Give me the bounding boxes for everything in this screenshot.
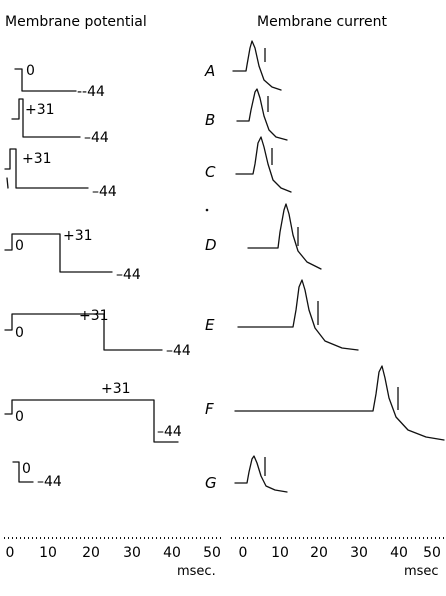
voltage-label-zero-a: 0 <box>26 63 35 79</box>
voltage-label-high-c: +31 <box>22 151 52 167</box>
voltage-trace-c <box>4 148 89 189</box>
tick-label: 10 <box>39 545 57 561</box>
voltage-label-high-e: +31 <box>79 308 109 324</box>
current-trace-f <box>234 365 445 441</box>
voltage-trace-d <box>4 233 113 273</box>
row-letter-f: F <box>205 400 214 418</box>
tick-label: 50 <box>423 545 441 561</box>
voltage-trace-f <box>4 399 179 443</box>
tick-label: 0 <box>6 545 15 561</box>
current-trace-c <box>235 136 292 193</box>
voltage-label-hold-g: –44 <box>37 474 62 490</box>
tick-label: 20 <box>310 545 328 561</box>
tick-label: 0 <box>239 545 248 561</box>
current-trace-d <box>247 203 322 270</box>
row-d: 0 +31 –44 D <box>4 203 322 283</box>
tick-label: 20 <box>82 545 100 561</box>
row-b: +31 –44 B <box>11 88 288 146</box>
row-letter-c: C <box>205 163 216 181</box>
tick-label: 40 <box>163 545 181 561</box>
voltage-trace-g <box>12 461 34 483</box>
header-membrane-current: Membrane current <box>257 14 388 30</box>
row-c: +31 –44 C <box>4 136 292 200</box>
row-f: 0 +31 –44 F <box>4 365 445 443</box>
voltage-label-high-f: +31 <box>101 381 131 397</box>
voltage-label-high-d: +31 <box>63 228 93 244</box>
stray-dot <box>205 208 209 212</box>
row-letter-e: E <box>205 316 215 334</box>
tick-label: 30 <box>350 545 368 561</box>
voltage-trace-e <box>4 313 163 351</box>
voltage-label-high-b: +31 <box>25 102 55 118</box>
voltage-label-hold-c: –44 <box>92 184 117 200</box>
voltage-label-zero-f: 0 <box>15 409 24 425</box>
current-trace-e <box>237 279 359 351</box>
row-letter-g: G <box>205 474 217 492</box>
tick-label: 10 <box>271 545 289 561</box>
row-g: 0 –44 G <box>12 455 288 493</box>
current-trace-a <box>232 40 282 91</box>
row-e: 0 +31 –44 E <box>4 279 359 359</box>
voltage-label-zero-g: 0 <box>22 461 31 477</box>
voltage-label-hold-f: –44 <box>157 424 182 440</box>
voltage-label-zero-e: 0 <box>15 325 24 341</box>
voltage-label-hold-a: --44 <box>77 84 105 100</box>
tick-label: 40 <box>390 545 408 561</box>
voltage-label-hold-d: –44 <box>116 267 141 283</box>
voltage-trace-b <box>11 98 81 138</box>
voltage-label-hold-b: –44 <box>84 130 109 146</box>
current-trace-g <box>234 455 288 493</box>
voltage-label-zero-d: 0 <box>15 238 24 254</box>
voltage-artifact-c <box>6 177 9 189</box>
tick-label: 50 <box>203 545 221 561</box>
row-a: 0 --44 A <box>14 40 282 100</box>
tick-label: 30 <box>123 545 141 561</box>
row-letter-a: A <box>204 62 215 80</box>
axis-ticks-left: 0 10 20 30 40 50 <box>6 545 221 561</box>
header-membrane-potential: Membrane potential <box>5 14 147 30</box>
axis-unit-left: msec. <box>177 564 216 579</box>
voltage-trace-a <box>14 68 77 92</box>
axis-ticks-right: 0 10 20 30 40 50 <box>239 545 441 561</box>
row-letter-b: B <box>205 111 215 129</box>
axis-unit-right: msec <box>404 564 439 579</box>
voltage-label-hold-e: –44 <box>166 343 191 359</box>
row-letter-d: D <box>205 236 217 254</box>
current-trace-b <box>236 88 288 141</box>
